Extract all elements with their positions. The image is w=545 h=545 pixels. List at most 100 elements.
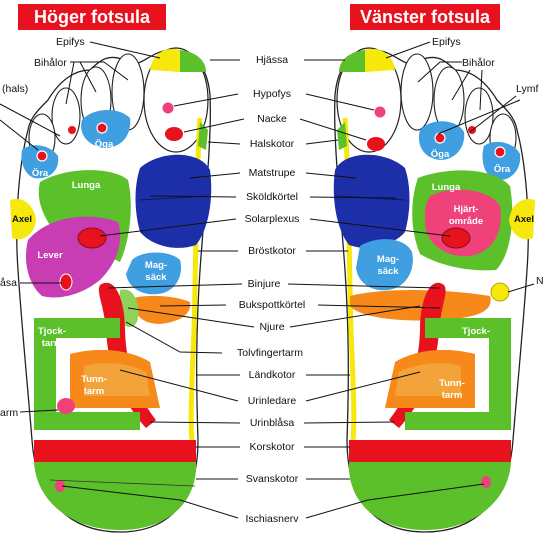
shoulder-zone-right: [509, 198, 535, 240]
label-blasa-left: åsa: [0, 277, 17, 289]
label-solarplexus: Solarplexus: [245, 213, 300, 225]
zone-tjocktarm-left-2: tarm: [42, 338, 63, 349]
shoulder-zone-left: [10, 198, 36, 240]
label-korskotor: Korskotor: [250, 441, 295, 453]
lead-bihalor-right-2: [451, 69, 471, 101]
colon-zone-left: [34, 318, 140, 430]
lead-hals-left-2: [0, 119, 39, 151]
center-labels: Hjässa Hypofys Nacke Halskotor Matstrupe…: [61, 54, 485, 525]
lead-ischiasnerv-l: [61, 485, 239, 519]
lead-njure-r: [289, 305, 421, 328]
toe-tip-green-right: [339, 50, 365, 72]
label-tolvfingertarm: Tolvfingertarm: [237, 347, 303, 359]
pituitary-dot-left: [161, 101, 175, 115]
coccyx-band-right: [349, 440, 511, 462]
heel-zone-left: [34, 462, 197, 530]
lead-ischiasnerv-r: [305, 483, 485, 519]
colon-zone-right: [405, 318, 511, 430]
lead-njure-l: [127, 307, 255, 328]
label-lymf-right: Lymf: [516, 83, 538, 95]
bladder-dot-left-edge: [59, 273, 73, 291]
lead-lymf-right-2: [437, 99, 521, 135]
zone-tunntarm-right-2: tarm: [442, 390, 463, 401]
label-urinblasa: Urinblåsa: [250, 417, 295, 429]
zone-magsack-right-2: säck: [377, 266, 399, 277]
n-dot-right: [490, 282, 510, 302]
ear-dot-right: [494, 146, 506, 158]
label-njure: Njure: [259, 321, 284, 333]
lead-matstrupe-r: [305, 172, 357, 179]
zone-tunntarm-right-1: Tunn-: [439, 378, 465, 389]
lead-epifys-right: [385, 41, 431, 59]
lead-skoldkortel-r: [309, 196, 397, 199]
toe-2-right: [400, 53, 434, 131]
toe-tip-yellow-left: [150, 48, 180, 72]
thyroid-zone-left: [135, 154, 212, 248]
eye-dot-right: [434, 132, 446, 144]
zone-hjartomrade-1: Hjärt-: [454, 204, 479, 215]
coccyx-band-left: [34, 440, 196, 462]
label-urinledare: Urinledare: [248, 395, 297, 407]
cervical-right: [337, 122, 347, 150]
lead-urinblasa-l: [149, 421, 241, 424]
right-sole-foot: [10, 47, 212, 533]
lead-hypofys-r: [305, 93, 375, 111]
lead-urinblasa-r: [303, 421, 395, 424]
lead-binjure-l: [107, 283, 243, 289]
zone-axel-left: Axel: [12, 214, 32, 225]
sciatic-dot-left: [55, 480, 65, 492]
heel-line-left: [49, 479, 196, 487]
label-nacke: Nacke: [257, 113, 287, 125]
lead-lymf-right: [469, 95, 517, 133]
lead-hals-left: [0, 103, 61, 137]
label-ischiasnerv: Ischiasnerv: [245, 513, 299, 525]
title-right-sole: Höger fotsula: [18, 4, 166, 30]
small-intestine-inner-left: [84, 363, 150, 396]
stomach-zone-right: [356, 239, 413, 291]
label-landkotor: Ländkotor: [249, 369, 296, 381]
lead-bihalor-left-2: [79, 61, 97, 93]
label-hjassa: Hjässa: [256, 54, 288, 66]
lead-binjure-r: [287, 283, 441, 289]
gallbladder-dot-left: [77, 227, 107, 249]
side-labels: Epifys Bihålor (hals) åsa arm Epifys Bih…: [0, 36, 544, 419]
neck-dot-right: [367, 137, 385, 151]
zone-tunntarm-left-2: tarm: [84, 386, 105, 397]
label-tarm-left: arm: [0, 407, 18, 419]
label-hypofys: Hypofys: [253, 88, 291, 100]
label-matstrupe: Matstrupe: [249, 167, 296, 179]
lead-matstrupe-l: [189, 172, 241, 179]
zone-tjocktarm-right-1: Tjock-: [462, 326, 490, 337]
label-epifys-right: Epifys: [432, 36, 461, 48]
zone-oga-left: Öga: [95, 139, 114, 150]
neck-dot-left: [165, 127, 183, 141]
toe-tip-green-left: [180, 50, 206, 72]
label-n-right: N: [536, 275, 544, 287]
zone-hjartomrade-2: område: [449, 216, 483, 227]
title-left-sole: Vänster fotsula: [350, 4, 500, 30]
zone-lever: Lever: [37, 250, 63, 261]
pituitary-dot-right: [373, 105, 387, 119]
lead-nacke-l: [183, 118, 245, 133]
lead-tarm-left: [19, 409, 59, 413]
small-intestine-inner-right: [395, 363, 461, 396]
heart-dot: [441, 227, 471, 249]
lead-hypofys-l: [173, 93, 239, 107]
zone-tjocktarm-left-1: Tjock-: [38, 326, 66, 337]
zone-oga-right: Öga: [431, 149, 450, 160]
label-epifys-left: Epifys: [56, 36, 85, 48]
heel-zone-right: [348, 462, 511, 530]
zone-lunga-left: Lunga: [72, 180, 101, 191]
label-bihalor-left: Bihålor: [34, 57, 67, 69]
zone-magsack-right-1: Mag-: [377, 254, 399, 265]
lead-bihalor-left: [70, 61, 129, 81]
ear-zone-left: [21, 145, 59, 179]
thyroid-zone-right: [333, 154, 410, 248]
label-brostkotor: Bröstkotor: [248, 245, 296, 257]
lead-skoldkortel-l: [149, 195, 237, 198]
zone-axel-right: Axel: [514, 214, 534, 225]
lead-bukspottkortel-r: [317, 304, 441, 309]
lead-tolvfingertarm: [125, 321, 223, 354]
stomach-zone-left: [126, 252, 182, 295]
label-binjure: Binjure: [248, 278, 281, 290]
